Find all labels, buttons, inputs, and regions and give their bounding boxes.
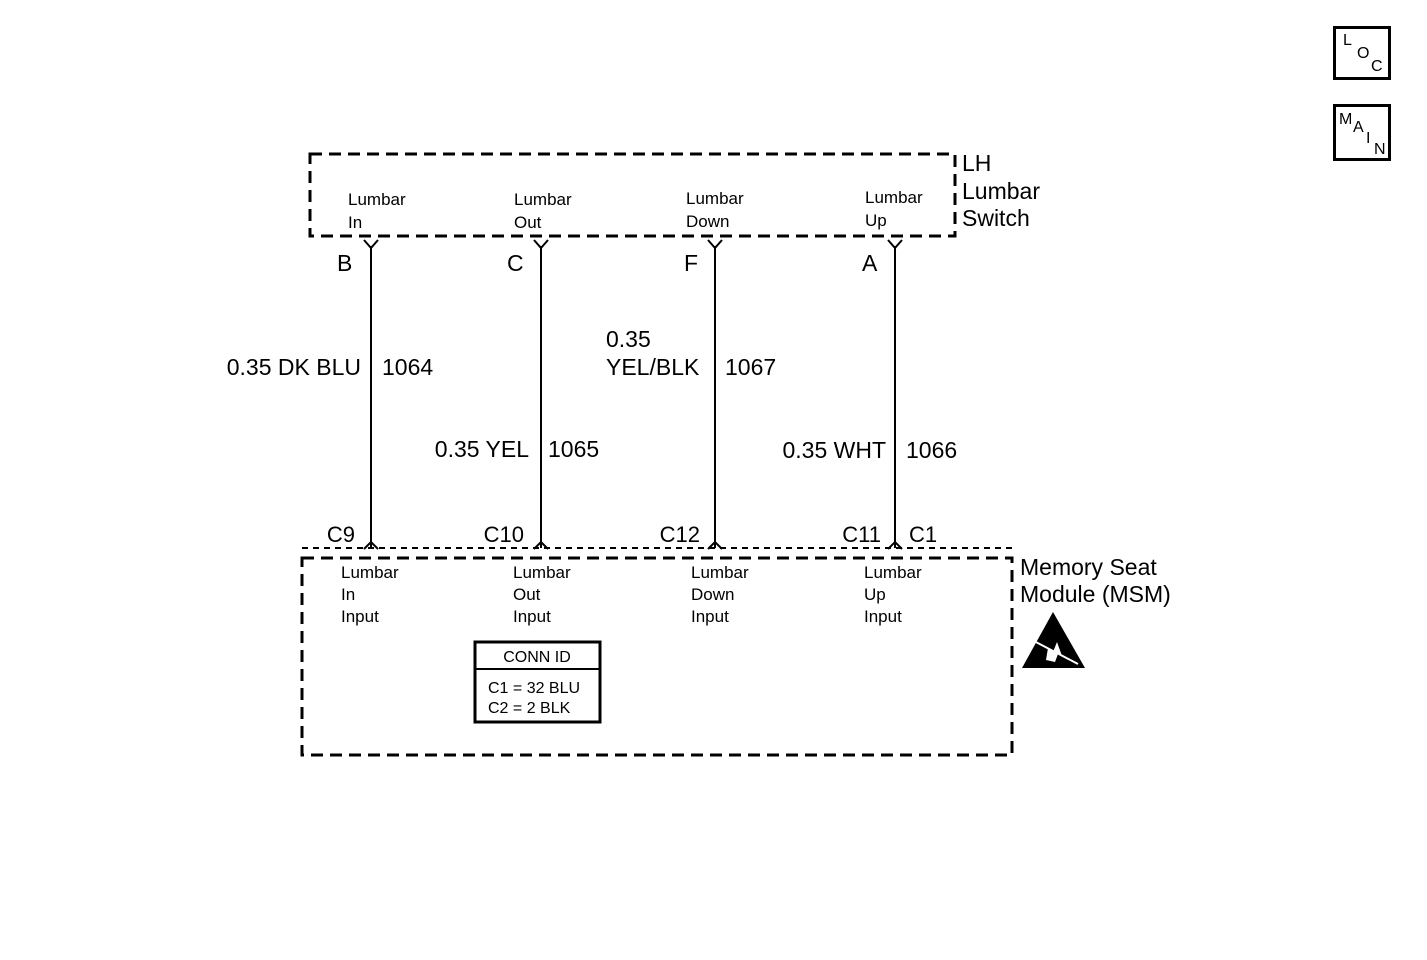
- wire-1067: [707, 239, 723, 550]
- module-input-lumbar-up: Lumbar Up Input: [864, 563, 922, 626]
- module-input-label: Lumbar: [513, 563, 571, 582]
- wire-1066: [887, 239, 903, 550]
- module-connector-label: C1: [909, 522, 937, 547]
- switch-function-lumbar-out: Lumbar Out: [514, 190, 572, 232]
- conn-id-row: C2 = 2 BLK: [488, 700, 571, 717]
- switch-function-lumbar-in: Lumbar In: [348, 190, 406, 232]
- module-input-label: Input: [864, 607, 902, 626]
- wire-1064: [363, 239, 379, 550]
- switch-pin-label: C: [507, 250, 524, 276]
- wire-color-label: 0.35: [606, 326, 651, 352]
- circuit-number: 1066: [906, 437, 957, 463]
- main-nav-button[interactable]: M A I N: [1333, 104, 1391, 161]
- wire-color-label: 0.35 WHT: [782, 437, 886, 463]
- main-letter: M: [1339, 111, 1353, 128]
- module-pin-label: C12: [660, 522, 700, 547]
- switch-function-lumbar-down: Lumbar Down: [686, 189, 744, 231]
- conn-id-row: C1 = 32 BLU: [488, 680, 580, 697]
- conn-id-title: CONN ID: [503, 649, 571, 666]
- module-input-lumbar-in: Lumbar In Input: [341, 563, 399, 626]
- module-input-label: Input: [691, 607, 729, 626]
- loc-letter: C: [1371, 58, 1383, 75]
- module-input-label: Out: [513, 585, 541, 604]
- module-input-label: Lumbar: [341, 563, 399, 582]
- main-letter: A: [1353, 119, 1364, 136]
- main-letter: N: [1374, 141, 1386, 158]
- module-input-label: Up: [864, 585, 886, 604]
- switch-function-label: Lumbar: [348, 190, 406, 209]
- switch-pin-label: B: [337, 250, 352, 276]
- module-input-label: Input: [341, 607, 379, 626]
- module-input-label: In: [341, 585, 355, 604]
- loc-letter: O: [1357, 45, 1370, 62]
- circuit-number: 1067: [725, 354, 776, 380]
- wire-color-label: YEL/BLK: [606, 354, 700, 380]
- switch-pin-label: F: [684, 250, 698, 276]
- conn-id-table: CONN ID C1 = 32 BLU C2 = 2 BLK: [473, 640, 602, 724]
- switch-pin-label: A: [862, 250, 878, 276]
- switch-name-line-2: Lumbar: [962, 178, 1040, 204]
- switch-name-line-1: LH: [962, 150, 991, 176]
- circuit-number: 1065: [548, 436, 599, 462]
- circuit-number: 1064: [382, 354, 433, 380]
- module-pin-label: C9: [327, 522, 355, 547]
- switch-name-line-3: Switch: [962, 205, 1030, 231]
- switch-function-label: In: [348, 213, 362, 232]
- wire-color-label: 0.35 YEL: [435, 436, 529, 462]
- main-letter: I: [1366, 130, 1371, 147]
- module-box: [300, 547, 1014, 757]
- switch-function-label: Out: [514, 213, 542, 232]
- module-input-label: Input: [513, 607, 551, 626]
- module-input-label: Lumbar: [864, 563, 922, 582]
- module-name-line-2: Module (MSM): [1020, 581, 1171, 607]
- switch-function-label: Lumbar: [514, 190, 572, 209]
- switch-function-label: Lumbar: [865, 188, 923, 207]
- switch-function-label: Up: [865, 211, 887, 230]
- module-input-label: Lumbar: [691, 563, 749, 582]
- loc-letter: L: [1343, 32, 1352, 49]
- module-pin-label: C11: [842, 522, 881, 547]
- wire-1065: [533, 239, 549, 550]
- switch-function-label: Lumbar: [686, 189, 744, 208]
- switch-box: [308, 152, 957, 238]
- loc-nav-button[interactable]: L O C: [1333, 26, 1391, 80]
- module-pin-label: C10: [484, 522, 524, 547]
- switch-function-label: Down: [686, 212, 729, 231]
- switch-function-lumbar-up: Lumbar Up: [865, 188, 923, 230]
- module-name-line-1: Memory Seat: [1020, 554, 1157, 580]
- esd-warning-icon: [1022, 612, 1085, 668]
- module-input-lumbar-out: Lumbar Out Input: [513, 563, 571, 626]
- wire-color-label: 0.35 DK BLU: [227, 354, 361, 380]
- module-input-label: Down: [691, 585, 734, 604]
- module-input-lumbar-down: Lumbar Down Input: [691, 563, 749, 626]
